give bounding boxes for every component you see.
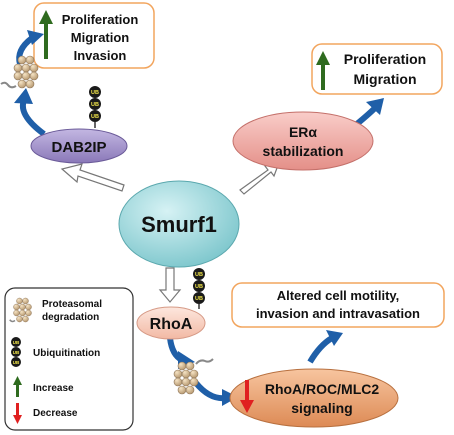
legend-proteasome-label-1: Proteasomal	[42, 299, 102, 310]
increase-arrow-icon	[316, 51, 330, 90]
rhoa-outcome-line2: invasion and intravasation	[256, 306, 420, 321]
proteasome-icon	[0, 55, 39, 89]
smurf1-label: Smurf1	[141, 212, 217, 237]
legend-decrease-arrow-icon	[13, 403, 22, 424]
er-stabilization-node	[232, 111, 374, 171]
dab2ip-outcome-line1: Proliferation	[62, 12, 139, 27]
svg-text:UB: UB	[195, 284, 203, 290]
rhoa-label: RhoA	[150, 316, 193, 333]
dab2ip-outcome-line3: Invasion	[74, 48, 127, 63]
increase-arrow-icon	[39, 10, 53, 59]
legend-box	[4, 287, 134, 431]
er-label-line2: stabilization	[263, 143, 344, 159]
ubiquitin-chain-icon: UB UB UB	[193, 268, 205, 309]
svg-text:UB: UB	[13, 350, 20, 355]
rhoa-signaling-node	[229, 368, 399, 428]
dab2ip-outcome-line2: Migration	[71, 30, 130, 45]
svg-text:UB: UB	[13, 360, 20, 365]
er-label-line1: ERα	[289, 124, 317, 140]
svg-text:UB: UB	[195, 296, 203, 302]
legend-increase-label: Increase	[33, 383, 74, 394]
dab2ip-node	[30, 128, 128, 164]
legend-proteasome-icon	[9, 297, 32, 323]
svg-text:UB: UB	[91, 114, 99, 120]
legend-proteasome-label-2: degradation	[42, 312, 99, 323]
er-outcome-line1: Proliferation	[344, 51, 426, 67]
svg-text:UB: UB	[13, 340, 20, 345]
decrease-arrow-icon	[240, 380, 254, 413]
legend-ubiquitin-icon: UB UB UB	[11, 337, 21, 367]
proteasome-icon	[173, 358, 214, 395]
signaling-label-line2: signaling	[291, 400, 352, 416]
rhoa-outcome-box	[231, 282, 445, 328]
svg-text:UB: UB	[91, 90, 99, 96]
blue-arrow-dab2ip-to-degradation	[14, 88, 46, 137]
legend-decrease-label: Decrease	[33, 408, 78, 419]
open-arrow-smurf1-to-dab2ip	[60, 163, 125, 192]
legend-ubiquitination-label: Ubiquitination	[33, 348, 100, 359]
svg-text:UB: UB	[195, 272, 203, 278]
signaling-label-line1: RhoA/ROC/MLC2	[265, 381, 380, 397]
svg-text:UB: UB	[91, 102, 99, 108]
open-arrow-smurf1-to-rhoa	[158, 267, 182, 303]
legend-increase-arrow-icon	[13, 376, 22, 397]
rhoa-node	[136, 306, 206, 340]
er-outcome-line2: Migration	[354, 71, 417, 87]
rhoa-outcome-line1: Altered cell motility,	[277, 288, 400, 303]
dab2ip-label: DAB2IP	[51, 139, 106, 156]
er-outcome-box	[311, 43, 443, 95]
ubiquitin-chain-icon: UB UB UB	[89, 86, 101, 128]
blue-arrow-signaling-to-outcome	[307, 330, 343, 364]
smurf1-node	[118, 180, 240, 268]
